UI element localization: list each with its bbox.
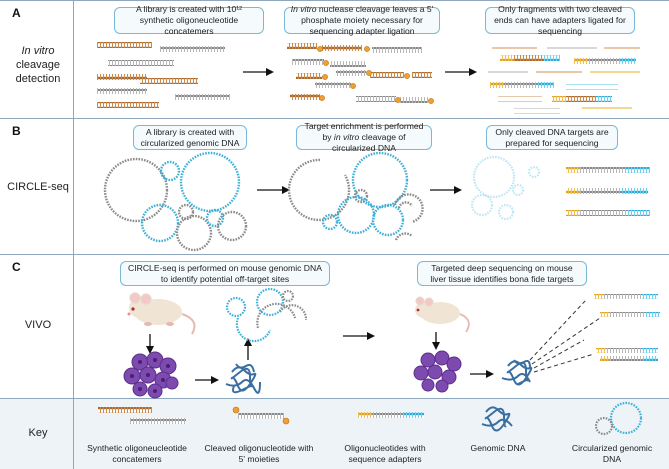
- panel-a-letter: A: [12, 6, 21, 20]
- key-label-genomic: Genomic DNA: [470, 443, 526, 453]
- mouse-icon: [127, 292, 196, 335]
- liver-cells-icon-2: [413, 350, 462, 393]
- panel-a-name-rest: cleavage detection: [15, 59, 61, 85]
- panel-b-name: CIRCLE-seq: [7, 181, 69, 193]
- callout-a1-text: A library is created with 10¹² synthetic…: [135, 4, 243, 36]
- panel-a-name: In vitro cleavage detection: [2, 44, 74, 86]
- callout-a3-text: Only fragments with two cleaved ends can…: [494, 4, 626, 36]
- panel-a-name-italic: In vitro: [21, 45, 55, 57]
- genomic-dna-tangle-2: [501, 359, 533, 386]
- callout-b2: Target enrichment is performed by in vit…: [296, 121, 432, 153]
- callout-b2-text-before: Target enrichment is performed by: [304, 121, 424, 142]
- panel-c-letter: C: [12, 260, 21, 274]
- divider-c-key: [0, 398, 669, 399]
- genomic-dna-tangle-1: [225, 363, 261, 394]
- callout-b2-italic: in vitro: [333, 132, 360, 142]
- mouse-icon-2: [415, 296, 470, 333]
- callout-a3: Only fragments with two cleaved ends can…: [485, 4, 635, 36]
- panel-b-library: [103, 151, 248, 252]
- key-label-circularized: Circularized genomic DNA: [571, 443, 653, 464]
- callout-c2-text: Targeted deep sequencing on mouse liver …: [430, 262, 574, 284]
- label-column-divider: [73, 0, 74, 469]
- panel-c-name: VIVO: [24, 319, 52, 331]
- key-label-synthetic: Synthetic oligoneucleotide concatemers: [87, 443, 187, 464]
- divider-a-b: [0, 118, 669, 119]
- key-icon-genomic: [481, 406, 513, 432]
- callout-a1: A library is created with 10¹² synthetic…: [114, 4, 264, 36]
- callout-c2: Targeted deep sequencing on mouse liver …: [417, 261, 587, 286]
- key-icon-circularized: [594, 401, 643, 436]
- callout-c1: CIRCLE-seq is performed on mouse genomic…: [120, 261, 330, 286]
- callout-b1-text: A library is created with circularized g…: [140, 126, 240, 148]
- panel-a-cleaved: [287, 43, 434, 104]
- callout-c1-text: CIRCLE-seq is performed on mouse genomic…: [128, 262, 322, 284]
- panel-b-enrichment: [287, 151, 424, 241]
- panel-a-sequenced: [488, 43, 640, 114]
- key-title: Key: [28, 427, 48, 439]
- key-icon-cleaved: [232, 406, 290, 425]
- callout-a2-italic: In vitro: [290, 4, 317, 14]
- zoom-lines: [529, 299, 601, 373]
- callout-a2: In vitro nuclease cleavage leaves a 5' p…: [284, 4, 440, 36]
- key-icon-synthetic: [98, 407, 186, 424]
- panel-b-prepared: [470, 155, 650, 221]
- panel-b-letter: B: [12, 124, 21, 138]
- key-label-cleaved: Cleaved oligonucleotide with 5' moieties: [204, 443, 314, 464]
- key-label-adapters: Oligonucleotides with sequence adapters: [344, 443, 426, 464]
- callout-b2-text-after: cleavage of circularized DNA: [332, 132, 406, 153]
- divider-b-c: [0, 254, 669, 255]
- callout-b3: Only cleaved DNA targets are prepared fo…: [486, 125, 618, 150]
- callout-a2-text: nuclease cleavage leaves a 5' phosphate …: [301, 4, 434, 36]
- callout-b1: A library is created with circularized g…: [133, 125, 247, 150]
- callout-b3-text: Only cleaved DNA targets are prepared fo…: [495, 126, 609, 148]
- panel-c-sequenced: [594, 294, 660, 361]
- panel-a-library: [97, 42, 230, 108]
- top-border: [0, 0, 669, 1]
- key-icon-adapters: [358, 412, 424, 418]
- panel-c-circles: [225, 287, 308, 343]
